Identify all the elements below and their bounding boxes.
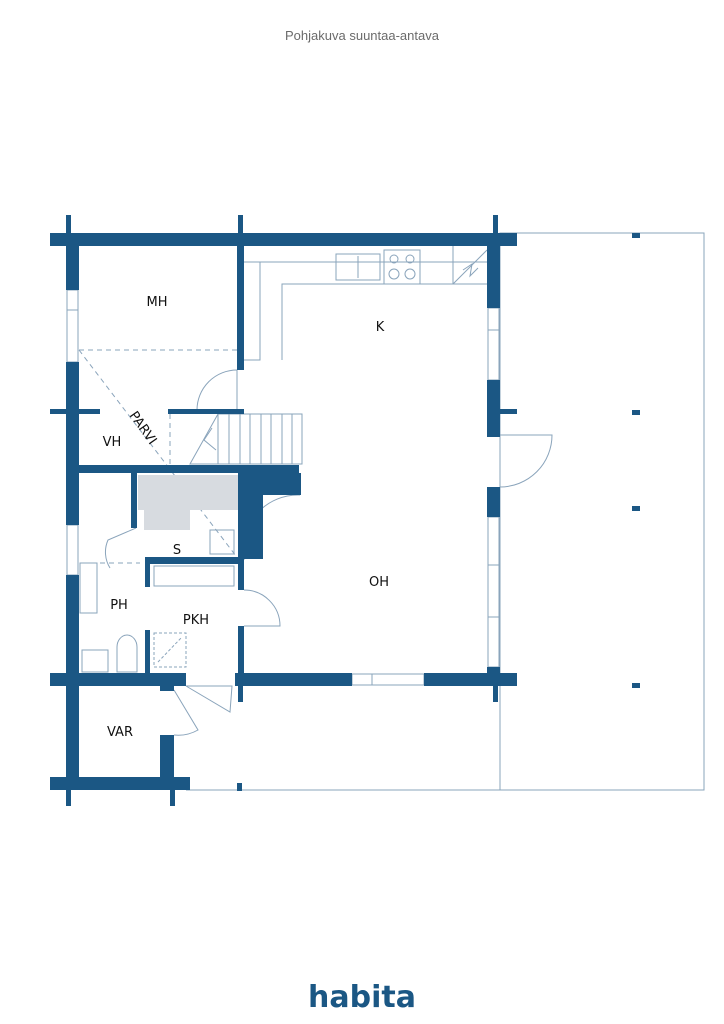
- room-label-k: K: [376, 320, 385, 335]
- walls: [50, 215, 640, 806]
- room-label-oh: OH: [369, 575, 389, 590]
- shower-icon: [153, 632, 187, 668]
- stairs: [217, 413, 303, 465]
- sauna-stove-icon: [209, 529, 235, 555]
- toilet-icon: [116, 634, 138, 673]
- room-label-parvi: PARVI: [126, 409, 159, 448]
- door-arc: [499, 434, 553, 488]
- room-label-var: VAR: [107, 725, 133, 740]
- bathtub-icon: [153, 565, 235, 587]
- sink-icon: [335, 253, 381, 281]
- room-label-mh: MH: [147, 295, 168, 310]
- room-label-vh: VH: [103, 435, 122, 450]
- stair-steps: [228, 414, 293, 464]
- habita-logo: habita: [308, 980, 416, 1015]
- page-title: Pohjakuva suuntaa-antava: [285, 28, 439, 43]
- room-label-ph: PH: [110, 598, 128, 613]
- door-arc: [196, 369, 238, 411]
- loft-outline: [78, 349, 237, 564]
- room-label-s: S: [173, 543, 181, 558]
- room-label-pkh: PKH: [183, 613, 209, 628]
- sauna-benches: [138, 475, 238, 555]
- washbasin-icon: [81, 649, 109, 673]
- terrace-outline: [499, 232, 705, 791]
- stove-icon: [383, 249, 421, 285]
